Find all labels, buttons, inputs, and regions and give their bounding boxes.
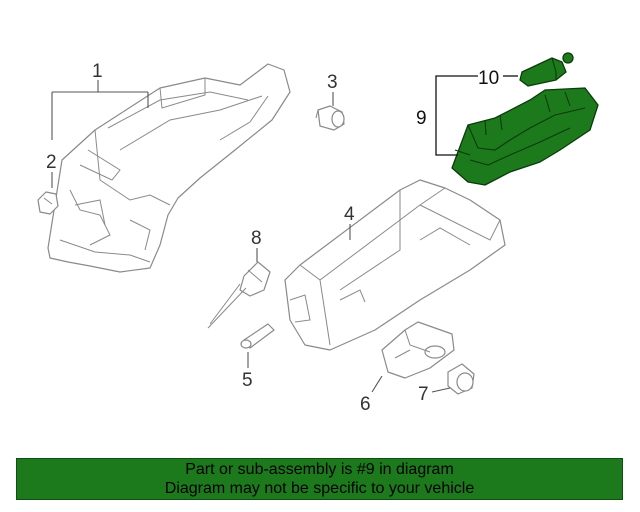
callout-9: 9 xyxy=(416,108,427,129)
callout-2: 2 xyxy=(46,152,57,173)
leader-lines xyxy=(51,75,518,393)
part-6-latch[interactable] xyxy=(381,321,455,379)
banner-line-1: Part or sub-assembly is #9 in diagram xyxy=(185,461,454,478)
callout-8: 8 xyxy=(251,228,262,249)
part-1-glovebox-housing[interactable] xyxy=(47,63,291,273)
part-7-knob[interactable] xyxy=(447,363,475,395)
part-10-highlighted-cylinder[interactable] xyxy=(519,52,574,87)
info-banner: Part or sub-assembly is #9 in diagram Di… xyxy=(16,458,623,500)
banner-line-2: Diagram may not be specific to your vehi… xyxy=(164,480,475,497)
part-2-clip[interactable] xyxy=(37,191,59,215)
part-5-pin[interactable] xyxy=(240,323,275,349)
callout-6: 6 xyxy=(360,394,371,415)
part-3-bumper[interactable] xyxy=(315,105,345,131)
callout-3: 3 xyxy=(327,72,338,93)
callout-7: 7 xyxy=(418,384,429,405)
callout-10: 10 xyxy=(478,68,499,89)
callout-1: 1 xyxy=(92,61,103,82)
part-8-damper[interactable] xyxy=(207,261,271,329)
part-4-glovebox-bin[interactable] xyxy=(284,179,506,351)
callout-5: 5 xyxy=(242,370,253,391)
callout-4: 4 xyxy=(344,204,355,225)
part-9-highlighted-assembly[interactable] xyxy=(451,87,599,186)
